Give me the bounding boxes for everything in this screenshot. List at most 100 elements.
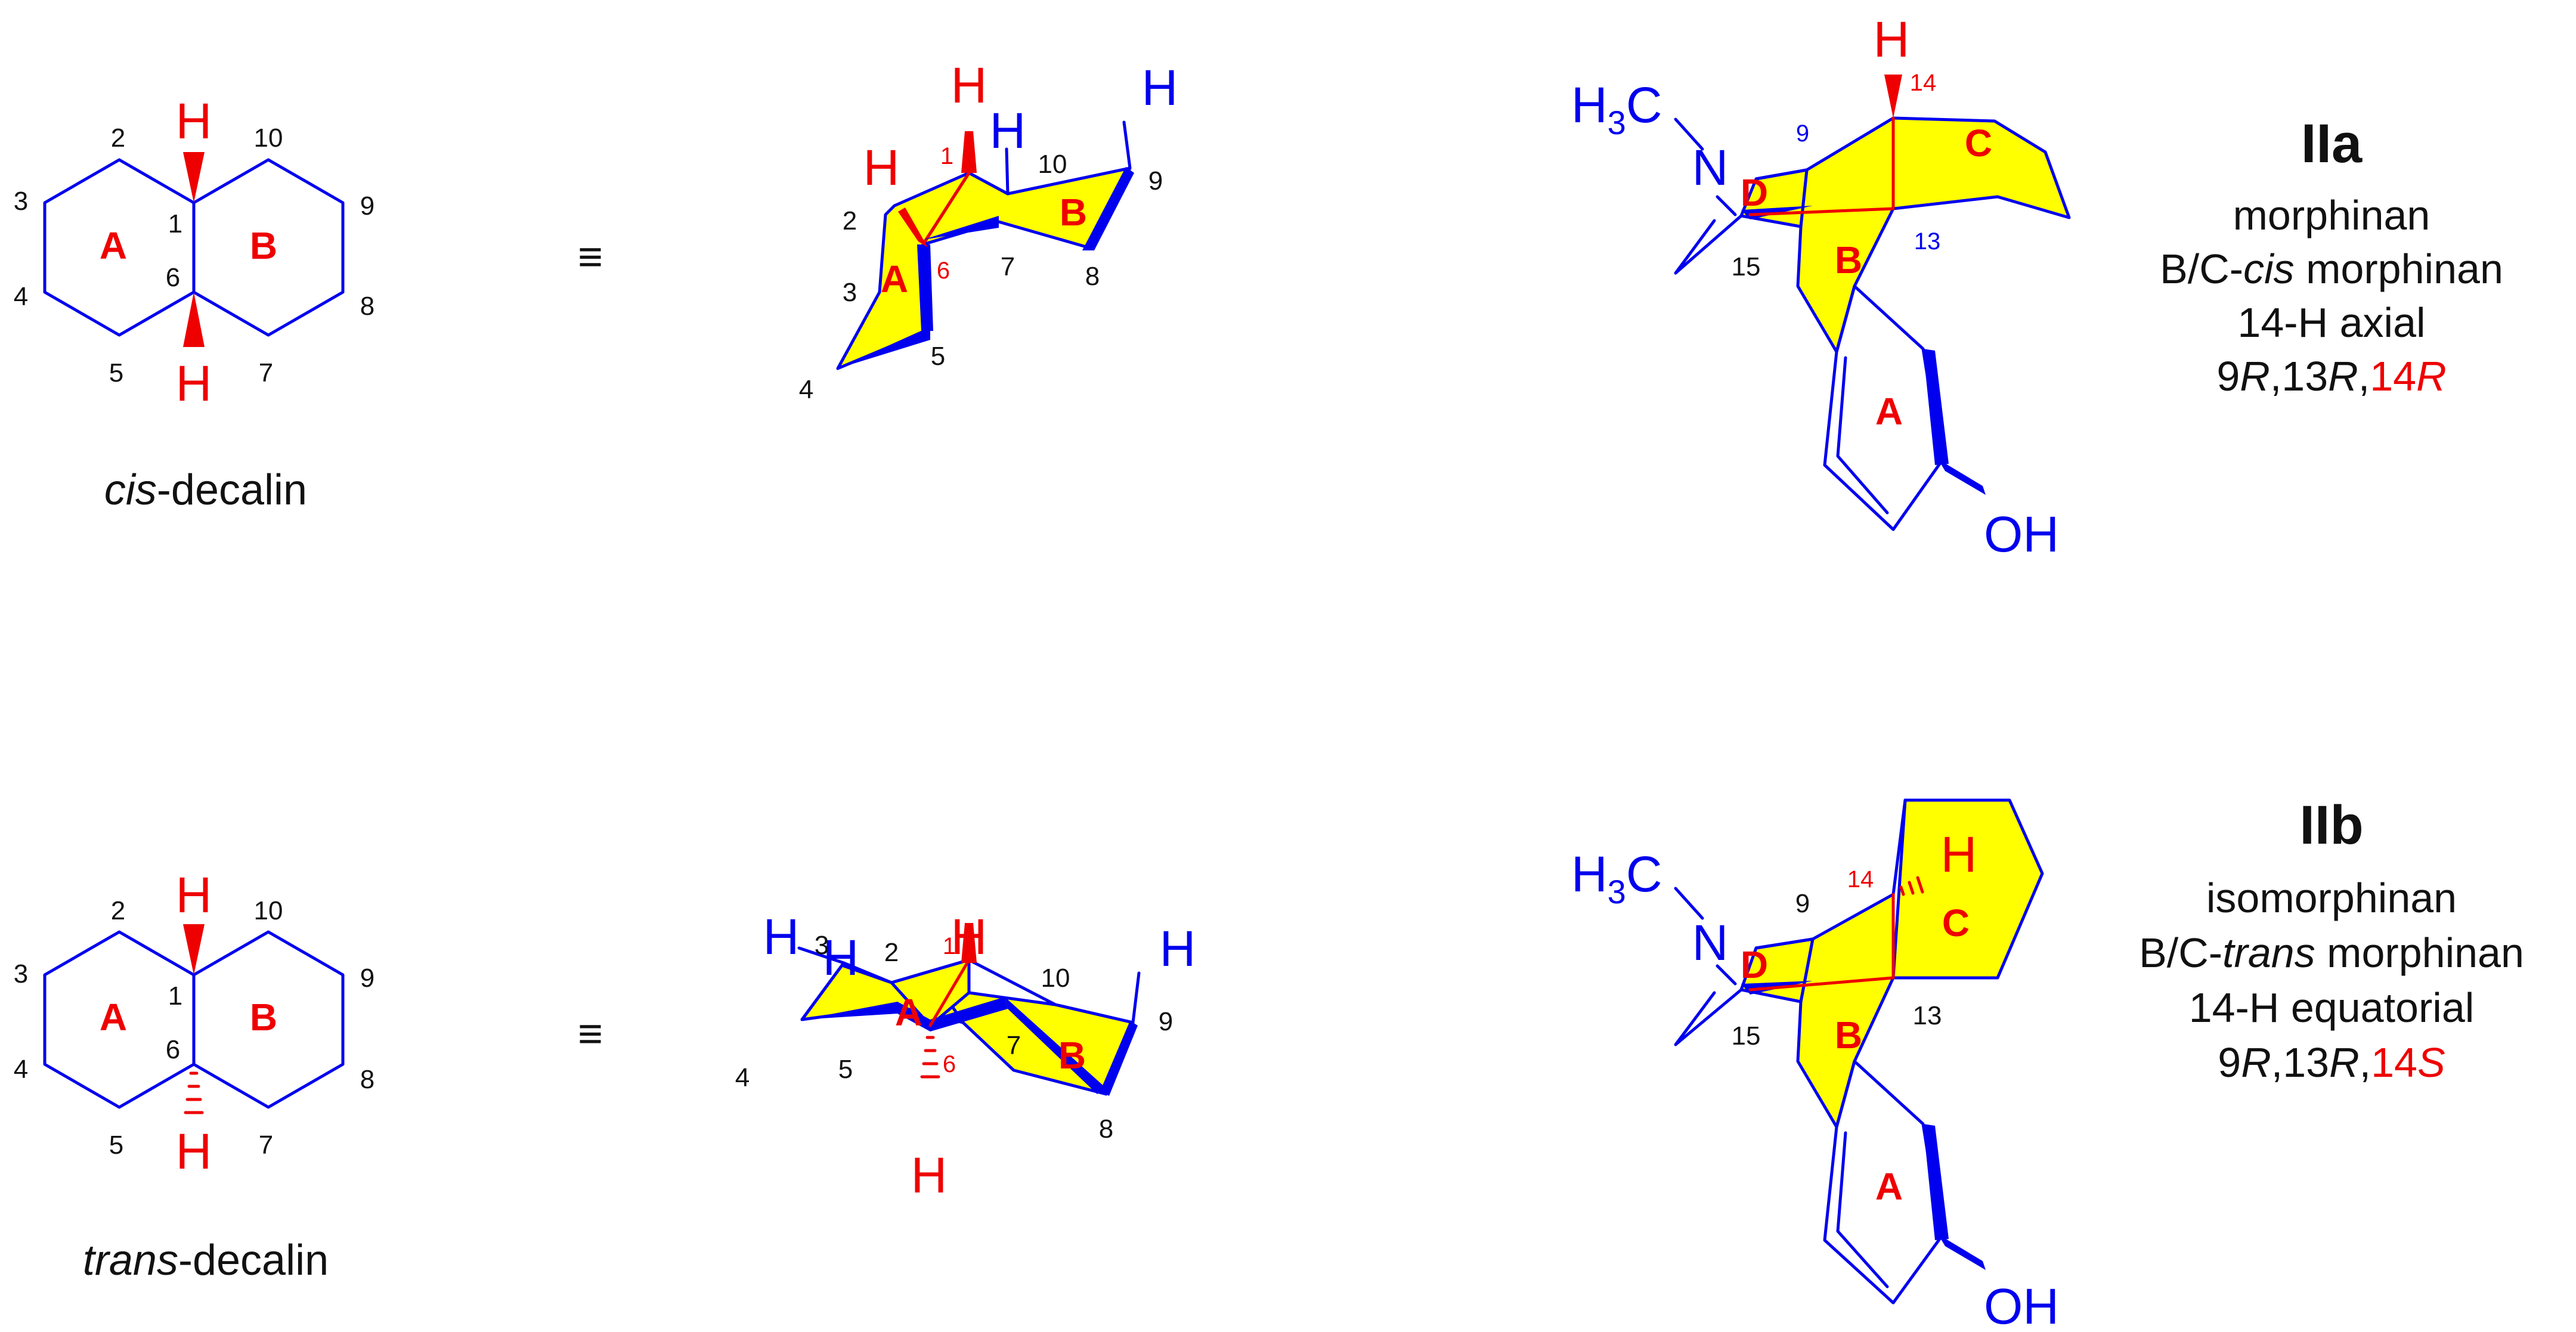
- cis-decalin-pos-2: 2: [111, 123, 125, 153]
- cis-decalin-h1-wedge: [183, 152, 205, 203]
- cis-chair-h1: H: [951, 57, 987, 113]
- iia-configuration: 9R,13R,14R: [2216, 353, 2446, 399]
- iia-oh: OH: [1984, 506, 2059, 562]
- trans-chair-pos-8: 8: [1099, 1114, 1113, 1144]
- cis-decalin-structure: H H A B 1 2 3 4 5 6 7 8 9 10 cis-decalin: [14, 93, 374, 514]
- cis-decalin-pos-3: 3: [14, 187, 28, 216]
- iib-wedge-a: [1923, 1124, 1949, 1240]
- iia-pos-9: 9: [1796, 120, 1809, 147]
- iia-pos-13: 13: [1914, 228, 1941, 255]
- cis-chair-h6: H: [863, 140, 900, 196]
- trans-chair-h3: H: [763, 909, 800, 965]
- cis-decalin-pos-5: 5: [109, 358, 123, 388]
- trans-decalin-ring-b-bonds: [192, 930, 345, 1109]
- iib-pos-14: 14: [1847, 866, 1874, 893]
- cis-decalin-pos-9: 9: [360, 191, 374, 221]
- trans-chair-pos-1: 1: [943, 933, 956, 959]
- iib-ring-b-label: B: [1835, 1014, 1862, 1057]
- trans-decalin-ring-a-label: A: [100, 996, 127, 1039]
- iib-oh: OH: [1984, 1278, 2059, 1332]
- trans-chair-h6-hash: [920, 1036, 940, 1079]
- trans-decalin-chair: H H H H H A B 1 2 3 4 5 6 7 8 9 10: [735, 909, 1196, 1203]
- trans-decalin-pos-7: 7: [259, 1130, 273, 1160]
- trans-chair-h9: H: [1160, 921, 1196, 977]
- cis-chair-wedge-4-5: [838, 327, 930, 368]
- trans-chair-wedge-4-5: [802, 1002, 897, 1020]
- trans-chair-h5: H: [823, 930, 859, 986]
- trans-chair-wedge-8-9: [1100, 1021, 1138, 1096]
- iia-ring-c-label: C: [1965, 122, 1992, 165]
- iib-title: IIb: [2299, 795, 2363, 856]
- cis-decalin-pos-1: 1: [168, 209, 182, 238]
- cis-chair-wedge-6-7: [923, 216, 999, 240]
- trans-chair-pos-10: 10: [1041, 964, 1070, 993]
- trans-decalin-h-top: H: [176, 867, 212, 923]
- cis-decalin-ring-a-label: A: [100, 224, 127, 267]
- iia-h14: H: [1874, 11, 1910, 67]
- trans-chair-ring-a-label: A: [895, 991, 922, 1034]
- iib-h14: H: [1941, 826, 1977, 882]
- trans-decalin-pos-9: 9: [360, 964, 374, 993]
- cis-decalin-pos-10: 10: [254, 123, 283, 153]
- trans-chair-h6: H: [911, 1147, 948, 1203]
- trans-chair-pos-9: 9: [1159, 1007, 1173, 1036]
- iia-pos-14: 14: [1910, 70, 1937, 96]
- cis-chair-ring-a-label: A: [881, 258, 908, 301]
- trans-chair-pos-3: 3: [815, 931, 829, 960]
- trans-chair-pos-6: 6: [943, 1051, 956, 1077]
- trans-chair-pos-2: 2: [884, 938, 899, 967]
- iib-wedge-oh: [1938, 1234, 1986, 1270]
- cis-decalin-chair: H H H H A B 1 2 3 4 5 6 7 8 9 10: [799, 57, 1178, 404]
- cis-chair-h1-wedge: [961, 131, 977, 173]
- iia-line-1: morphinan: [2233, 192, 2431, 238]
- cis-decalin-pos-8: 8: [360, 292, 374, 321]
- cis-chair-wedge-8-9: [1082, 167, 1134, 250]
- trans-decalin-pos-3: 3: [14, 959, 28, 989]
- cis-chair-pos-1: 1: [940, 143, 953, 169]
- iib-pos-9: 9: [1795, 889, 1810, 918]
- iib-description: IIb isomorphinan B/C-trans morphinan 14-…: [2139, 795, 2524, 1086]
- cis-decalin-h-bottom: H: [176, 355, 212, 411]
- iib-nitrogen: N: [1692, 915, 1729, 971]
- trans-chair-wedge-6-7: [930, 997, 1008, 1031]
- cis-decalin-ring-b-label: B: [250, 224, 277, 267]
- cis-decalin-pos-7: 7: [259, 358, 273, 388]
- trans-decalin-h-bottom: H: [176, 1123, 212, 1179]
- iib-configuration: 9R,13R,14S: [2218, 1039, 2445, 1086]
- trans-decalin-pos-8: 8: [360, 1065, 374, 1094]
- cis-chair-pos-8: 8: [1085, 262, 1100, 291]
- cis-decalin-pos-6: 6: [166, 263, 180, 292]
- iib-isomorphinan-structure: H H3C N OH A B C D 9 13 14 15: [1571, 798, 2059, 1332]
- trans-chair-fusion-bond: [928, 958, 971, 1027]
- trans-decalin-ring-b-label: B: [250, 996, 277, 1039]
- cis-chair-pos-4: 4: [799, 375, 813, 404]
- iia-ring-d-label: D: [1741, 171, 1768, 214]
- trans-chair-pos-4: 4: [735, 1063, 750, 1092]
- cis-chair-h9: H: [1142, 60, 1178, 116]
- iia-line-2: B/C-cis morphinan: [2160, 246, 2503, 292]
- iia-wedge-oh: [1938, 459, 1986, 495]
- iib-ring-c-label: C: [1942, 902, 1970, 944]
- cis-decalin-caption: cis-decalin: [104, 466, 307, 514]
- iib-h14-hash: [1899, 876, 1924, 896]
- cis-chair-pos-3: 3: [843, 278, 857, 307]
- cis-chair-h10: H: [990, 103, 1026, 159]
- iia-wedge-a: [1923, 349, 1949, 465]
- iib-h3c: H3C: [1571, 846, 1662, 910]
- cis-decalin-pos-4: 4: [14, 282, 28, 311]
- cis-chair-pos-7: 7: [1001, 252, 1015, 281]
- trans-decalin-pos-4: 4: [14, 1055, 28, 1084]
- cis-chair-pos-6: 6: [937, 258, 950, 284]
- iia-h14-wedge: [1884, 75, 1902, 118]
- cis-chair-h6-wedge: [898, 207, 928, 247]
- cis-decalin-h-top: H: [176, 93, 212, 149]
- trans-chair-ring-b: [937, 985, 1135, 1096]
- iia-nitrogen: N: [1692, 140, 1729, 196]
- trans-decalin-structure: H H A B 1 2 3 4 5 6 7 8 9 10 trans-decal…: [14, 867, 374, 1284]
- trans-chair-wedge-7-8: [1005, 997, 1106, 1094]
- trans-decalin-pos-1: 1: [168, 981, 182, 1011]
- iib-pos-15: 15: [1732, 1021, 1761, 1051]
- trans-decalin-caption: trans-decalin: [83, 1237, 329, 1284]
- iib-ring-a-label: A: [1875, 1165, 1903, 1208]
- iia-ring-b-label: B: [1835, 238, 1862, 281]
